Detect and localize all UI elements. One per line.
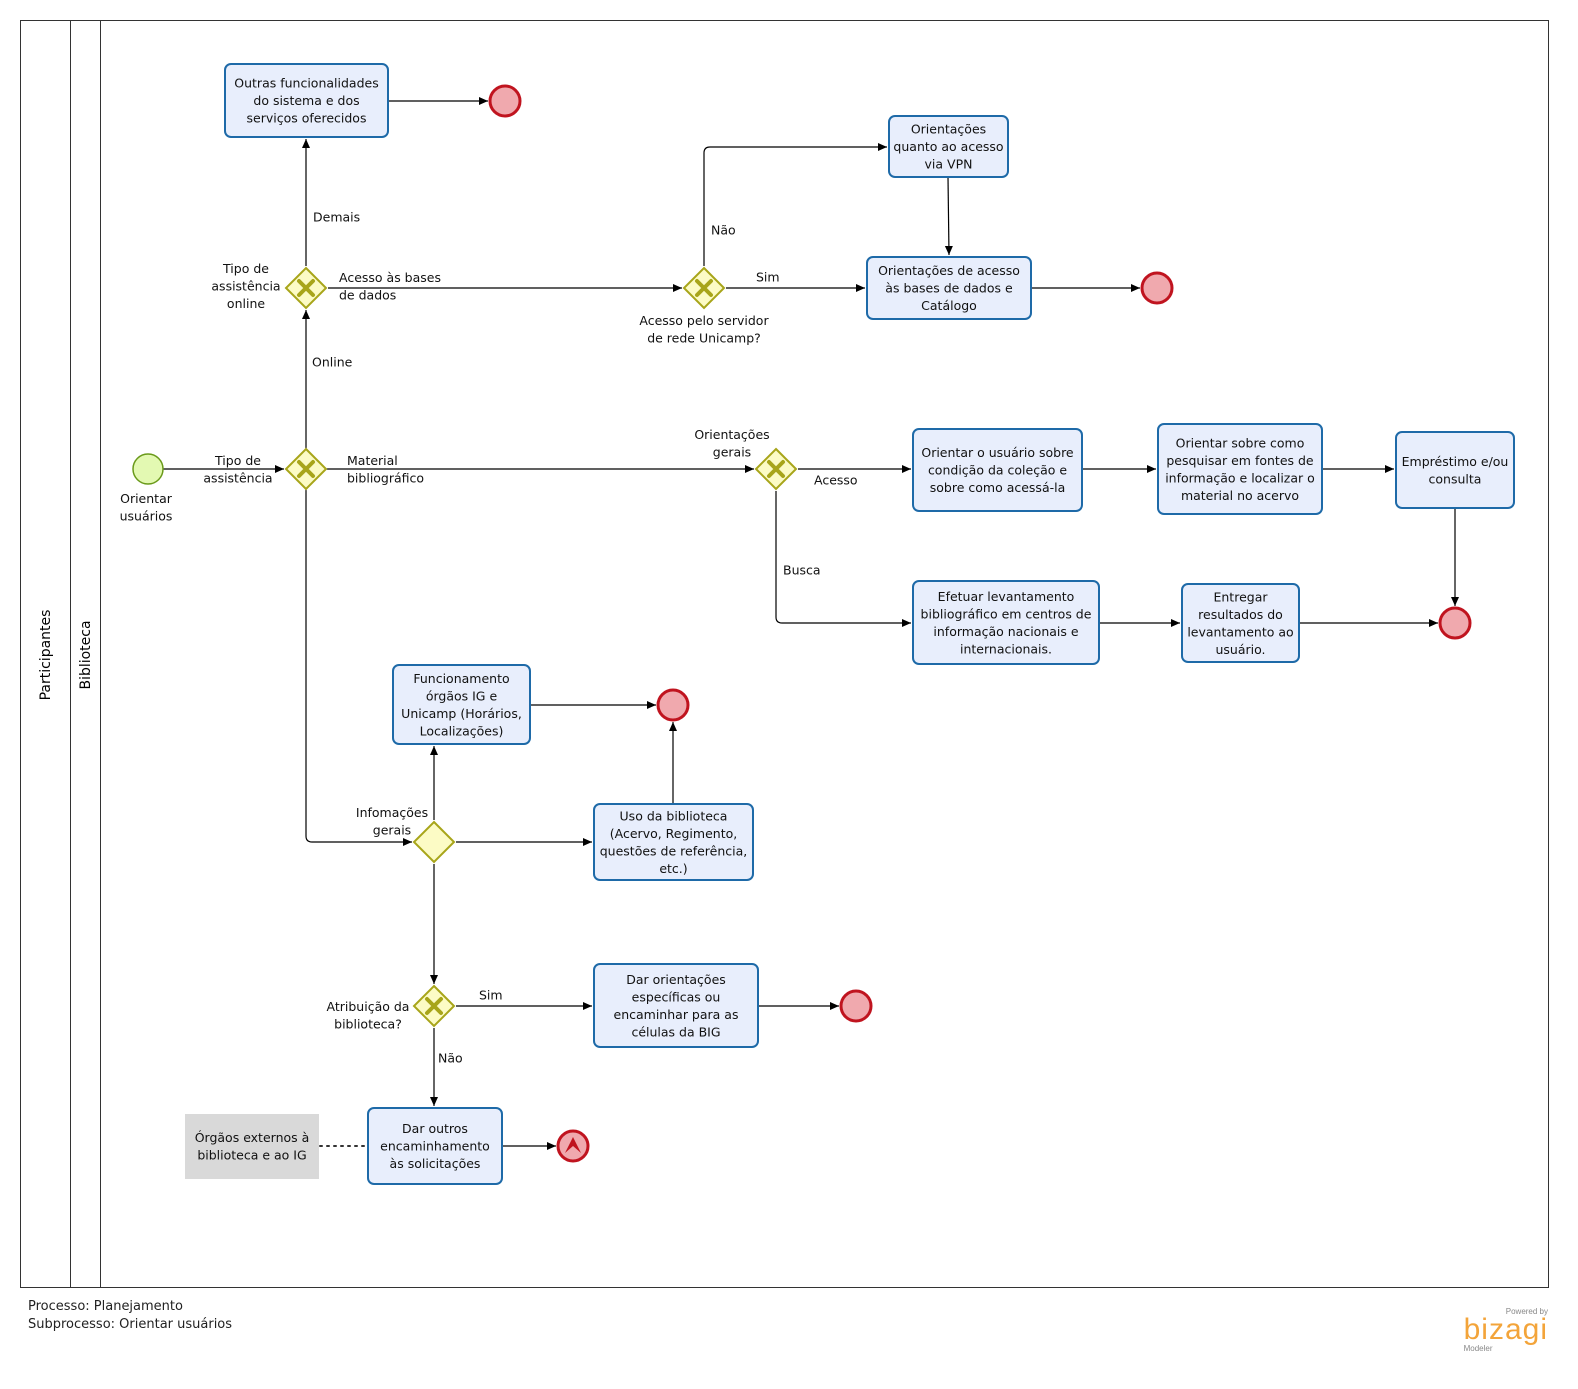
bizagi-logo: Powered by bizagi Modeler bbox=[1464, 1307, 1548, 1353]
sequence-flow bbox=[944, 176, 953, 256]
gateway-tipo[interactable] bbox=[284, 447, 328, 491]
gateway-online[interactable] bbox=[284, 266, 328, 310]
flow-label-sim1: Sim bbox=[756, 270, 780, 285]
end-event bbox=[1140, 271, 1174, 305]
pool-label: Participantes bbox=[38, 610, 54, 701]
svg-text:Online: Online bbox=[312, 355, 353, 370]
escalation-end-event bbox=[556, 1129, 590, 1163]
brand-modeler: Modeler bbox=[1463, 1344, 1493, 1353]
svg-text:Busca: Busca bbox=[783, 563, 821, 578]
gateway-info[interactable] bbox=[412, 820, 456, 864]
end-event bbox=[1438, 606, 1472, 640]
start-event[interactable] bbox=[132, 453, 164, 485]
sequence-flows bbox=[163, 97, 1459, 1150]
flow-label-sim2: Sim bbox=[479, 988, 503, 1003]
task-uso[interactable]: Uso da biblioteca(Acervo, Regimento,ques… bbox=[593, 803, 754, 881]
gateway-servidor[interactable] bbox=[682, 266, 726, 310]
gateway-orient[interactable] bbox=[754, 447, 798, 491]
end-event bbox=[839, 989, 873, 1023]
flow-label-nao1: Não bbox=[711, 223, 736, 238]
svg-text:Sim: Sim bbox=[756, 270, 780, 285]
svg-text:Uso da biblioteca(Acervo, Regi: Uso da biblioteca(Acervo, Regimento,ques… bbox=[600, 808, 748, 876]
gateway-atrib[interactable] bbox=[412, 984, 456, 1028]
svg-text:Acesso: Acesso bbox=[814, 473, 858, 488]
end-event bbox=[656, 688, 690, 722]
flow-label-nao2: Não bbox=[438, 1051, 463, 1066]
flow-label-demais: Demais bbox=[313, 210, 360, 225]
brand-powered: Powered by bbox=[1505, 1307, 1548, 1316]
svg-text:Demais: Demais bbox=[313, 210, 360, 225]
end-event bbox=[488, 84, 522, 118]
footer-process: Processo: Planejamento bbox=[28, 1299, 183, 1314]
flow-label-online: Online bbox=[312, 355, 353, 370]
sequence-flow bbox=[305, 489, 412, 846]
flow-label-busca: Busca bbox=[783, 563, 821, 578]
svg-text:Não: Não bbox=[438, 1051, 463, 1066]
pool-border bbox=[20, 20, 1549, 1288]
process-diagram: Participantes Biblioteca Outras funciona… bbox=[20, 20, 1549, 1288]
flow-label-acesso: Acesso bbox=[814, 473, 858, 488]
footer-subprocess: Subprocesso: Orientar usuários bbox=[28, 1317, 233, 1332]
lane-label: Biblioteca bbox=[78, 620, 94, 689]
brand-name: bizagi bbox=[1463, 1313, 1548, 1346]
svg-text:Não: Não bbox=[711, 223, 736, 238]
svg-text:Sim: Sim bbox=[479, 988, 503, 1003]
sequence-flow bbox=[703, 143, 887, 266]
sequence-flow bbox=[775, 491, 911, 627]
